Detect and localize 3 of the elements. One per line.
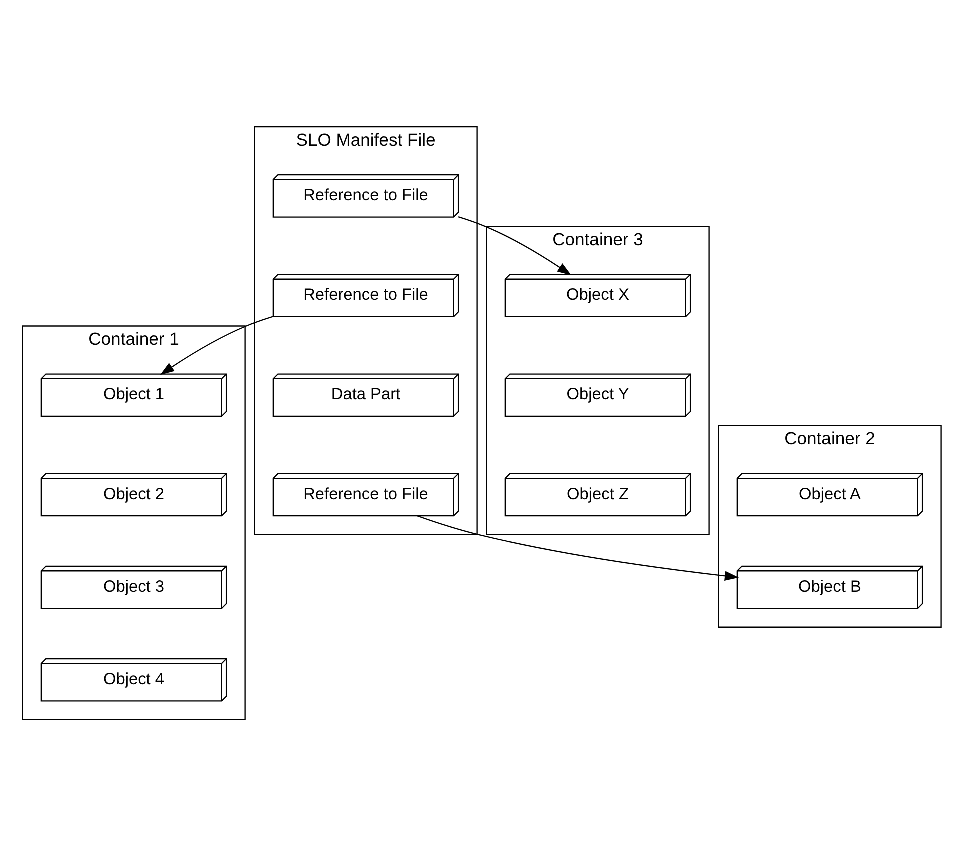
arrow: [417, 516, 740, 582]
arrow: [458, 216, 572, 276]
arrow: [160, 316, 274, 376]
